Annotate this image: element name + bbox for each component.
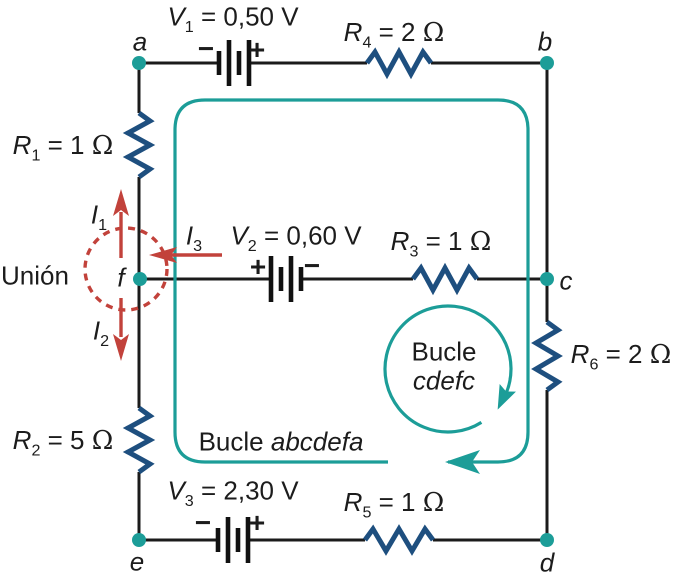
current-i3-label: I3 [185, 220, 203, 255]
resistors [122, 46, 563, 556]
node-dot-f [133, 272, 147, 286]
r1-label: R1 = 1 Ω [12, 130, 114, 165]
r6-label: R6 = 2 Ω [570, 339, 672, 374]
loop-cdefc-arrow [383, 304, 516, 434]
battery-v3 [215, 517, 251, 563]
node-label-b: b [537, 26, 553, 57]
node-dot-e [132, 533, 146, 547]
battery-v1 [216, 40, 252, 86]
v2-plus-sign: + [249, 251, 267, 282]
v1-plus-sign: + [248, 34, 266, 65]
v1-minus-sign: − [197, 33, 215, 64]
v3-plus-sign: + [248, 507, 266, 538]
v2-minus-sign: − [303, 250, 321, 281]
node-dot-b [540, 56, 554, 70]
resistor-r1 [122, 110, 156, 180]
resistor-r4 [364, 46, 434, 80]
node-dot-a [132, 56, 146, 70]
loop-abcdefa-arrow [173, 98, 530, 474]
node-label-f: f [117, 262, 125, 293]
node-label-e: e [129, 546, 145, 577]
resistor-r3 [410, 262, 480, 296]
node-dot-c [540, 272, 554, 286]
r2-label: R2 = 5 Ω [12, 425, 114, 460]
r5-label: R5 = 1 Ω [343, 487, 445, 522]
r3-label: R3 = 1 Ω [390, 226, 492, 261]
node-dot-d [540, 533, 554, 547]
r4-label: R4 = 2 Ω [343, 17, 445, 52]
current-i3-arrow [149, 247, 222, 263]
v2-label: V2 = 0,60 V [230, 220, 362, 255]
current-i2-label: I2 [92, 315, 110, 350]
wires [137, 61, 549, 542]
node-dots [132, 56, 554, 547]
current-i1-label: I1 [90, 199, 108, 234]
node-label-a: a [132, 26, 148, 57]
current-i1-arrow [113, 189, 129, 258]
resistor-r5 [362, 524, 436, 556]
junction-label: Unión [1, 260, 69, 291]
resistor-r2 [122, 405, 156, 475]
junction-dashed-circle [83, 226, 169, 312]
node-label-d: d [539, 547, 555, 578]
loop-abcdefa-label: Bucle abcdefa [198, 426, 364, 457]
loop-abcdefa-arrowhead [445, 450, 480, 474]
loop-cdefc-arrowhead [497, 384, 516, 410]
v1-label: V1 = 0,50 V [167, 1, 299, 36]
resistor-r6 [531, 319, 563, 393]
v3-label: V3 = 2,30 V [167, 475, 299, 510]
node-label-c: c [559, 265, 573, 296]
v3-minus-sign: − [194, 507, 212, 538]
battery-v2 [268, 256, 304, 302]
current-i2-arrow [113, 298, 129, 361]
